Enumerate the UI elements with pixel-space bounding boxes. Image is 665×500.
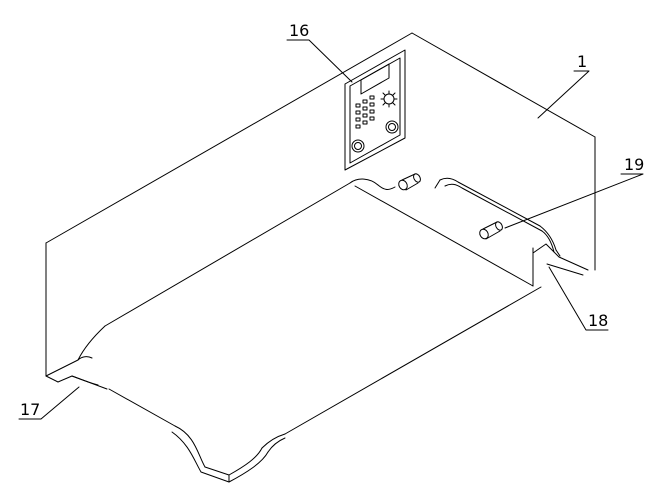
- keypad: [355, 95, 375, 129]
- control-panel: [344, 49, 406, 171]
- display-window: [360, 63, 390, 95]
- leader-18: [548, 266, 609, 331]
- front-shelf: [45, 178, 589, 483]
- knob-right: [385, 120, 399, 134]
- callout-19: 19: [624, 155, 644, 174]
- leader-19: [504, 173, 644, 229]
- leader-1: [537, 70, 590, 119]
- callout-16: 16: [289, 21, 309, 40]
- rotary-selector: [380, 90, 398, 108]
- slider-block: [434, 177, 561, 257]
- callout-17: 17: [20, 400, 40, 419]
- leader-lines: [18, 39, 644, 420]
- callout-1: 1: [577, 52, 587, 71]
- callout-18: 18: [588, 311, 608, 330]
- pin-lower: [479, 221, 503, 240]
- pin-upper: [398, 173, 421, 191]
- box-body: [45, 32, 596, 377]
- leader-16: [286, 39, 353, 83]
- knob-left: [351, 139, 365, 153]
- leader-17: [18, 386, 80, 420]
- callout-labels: 16 1 19 18 17: [20, 21, 644, 419]
